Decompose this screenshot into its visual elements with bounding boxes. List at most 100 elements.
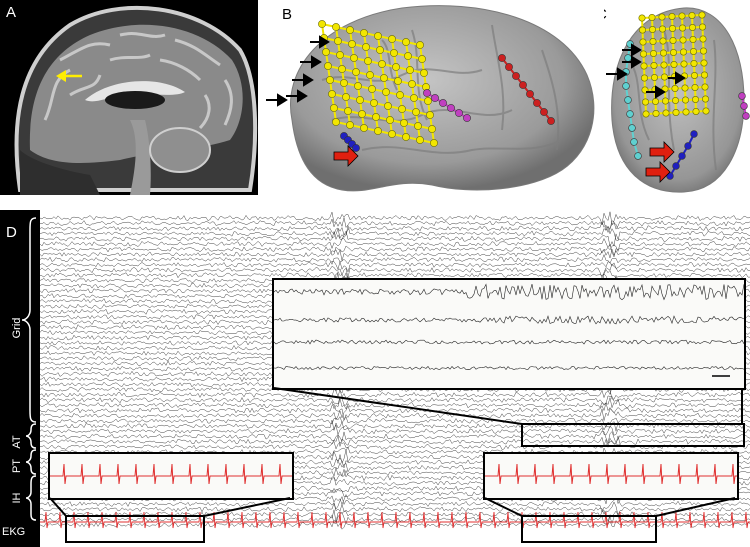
electrode-b <box>354 82 362 90</box>
electrode-c <box>640 62 648 70</box>
electrode-b <box>384 102 392 110</box>
electrode-c <box>670 60 678 68</box>
electrode-b <box>360 29 368 37</box>
electrode <box>666 172 674 180</box>
inset-grid-traces <box>273 283 745 377</box>
electrode-c <box>658 25 666 33</box>
electrode-b <box>318 20 326 28</box>
electrode-b <box>386 116 394 124</box>
panel-a-label: A <box>6 4 17 21</box>
electrode-b <box>404 52 412 60</box>
electrode-b <box>364 57 372 65</box>
panel-a-mri: A <box>0 0 258 195</box>
electrode <box>519 81 527 89</box>
electrode-b <box>426 111 434 119</box>
electrode-b <box>408 80 416 88</box>
electrode-c <box>659 37 667 45</box>
electrode-c <box>702 107 710 115</box>
electrode <box>463 114 471 122</box>
red-arrows-c <box>645 141 675 183</box>
group-braces: Grid AT PT IH EKG <box>2 217 37 538</box>
electrode-b <box>358 110 366 118</box>
electrode <box>505 63 513 71</box>
black-arrows-b <box>266 35 330 107</box>
electrode-b <box>350 54 358 62</box>
electrode-c <box>670 48 678 56</box>
electrode-b <box>424 97 432 105</box>
electrode-c <box>659 49 667 57</box>
electrode <box>626 110 634 118</box>
electrode <box>352 144 360 152</box>
electrode-grid-b <box>318 20 438 147</box>
electrode-b <box>332 23 340 31</box>
electrode <box>690 130 698 138</box>
electrode-b <box>336 51 344 59</box>
electrode-c <box>701 83 709 91</box>
electrode <box>423 89 431 97</box>
electrode-b <box>380 74 388 82</box>
label-at: AT <box>11 435 23 449</box>
electrode-b <box>414 122 422 130</box>
electrode-c <box>682 96 690 104</box>
electrode-b <box>378 60 386 68</box>
brain-lateral-image <box>266 5 595 192</box>
panel-c-label: C <box>604 6 607 23</box>
electrode-c <box>690 59 698 67</box>
electrode-b <box>388 35 396 43</box>
label-grid: Grid <box>11 318 23 339</box>
electrode-c <box>638 26 646 34</box>
electrode-c <box>691 84 699 92</box>
electrode-c <box>652 110 660 118</box>
electrode-b <box>396 91 404 99</box>
electrode-c <box>660 61 668 69</box>
electrode-c <box>678 12 686 20</box>
electrode-b <box>412 108 420 116</box>
electrode-b <box>406 66 414 74</box>
zoom-inset-grid <box>272 278 746 390</box>
electrode-c <box>699 23 707 31</box>
electrode-c <box>639 50 647 58</box>
electrode-b <box>418 55 426 63</box>
electrode-c <box>681 84 689 92</box>
electrode-b <box>374 127 382 135</box>
electrode-b <box>410 94 418 102</box>
mri-image <box>14 5 258 195</box>
electrode <box>455 109 463 117</box>
black-arrows-c <box>606 43 686 99</box>
electrode-b <box>346 121 354 129</box>
electrode-c <box>700 47 708 55</box>
label-pt: PT <box>11 459 23 473</box>
electrode-c <box>672 97 680 105</box>
electrode-b <box>344 107 352 115</box>
electrode-b <box>346 26 354 34</box>
electrode-b <box>328 90 336 98</box>
electrode-b <box>388 130 396 138</box>
electrode <box>498 54 506 62</box>
electrode <box>740 102 748 110</box>
electrode-c <box>691 72 699 80</box>
panel-d-label: D <box>6 224 17 241</box>
electrode-c <box>642 110 650 118</box>
electrode-b <box>322 48 330 56</box>
electrode-c <box>650 74 658 82</box>
electrode-b <box>402 38 410 46</box>
electrode <box>447 104 455 112</box>
electrode-c <box>702 95 710 103</box>
electrode-c <box>638 14 646 22</box>
electrode-b <box>374 32 382 40</box>
electrode-b <box>394 77 402 85</box>
electrode-c <box>699 35 707 43</box>
electrode-c <box>692 108 700 116</box>
electrode-b <box>390 49 398 57</box>
electrode-c <box>649 37 657 45</box>
electrode-c <box>679 36 687 44</box>
electrode-c <box>660 73 668 81</box>
electrode-strip-red <box>498 54 555 125</box>
electrode-c <box>701 71 709 79</box>
electrode-b <box>330 104 338 112</box>
brain-frontal-image <box>606 7 750 193</box>
electrode <box>547 117 555 125</box>
electrode-b <box>392 63 400 71</box>
electrode-b <box>398 105 406 113</box>
electrode <box>540 108 548 116</box>
